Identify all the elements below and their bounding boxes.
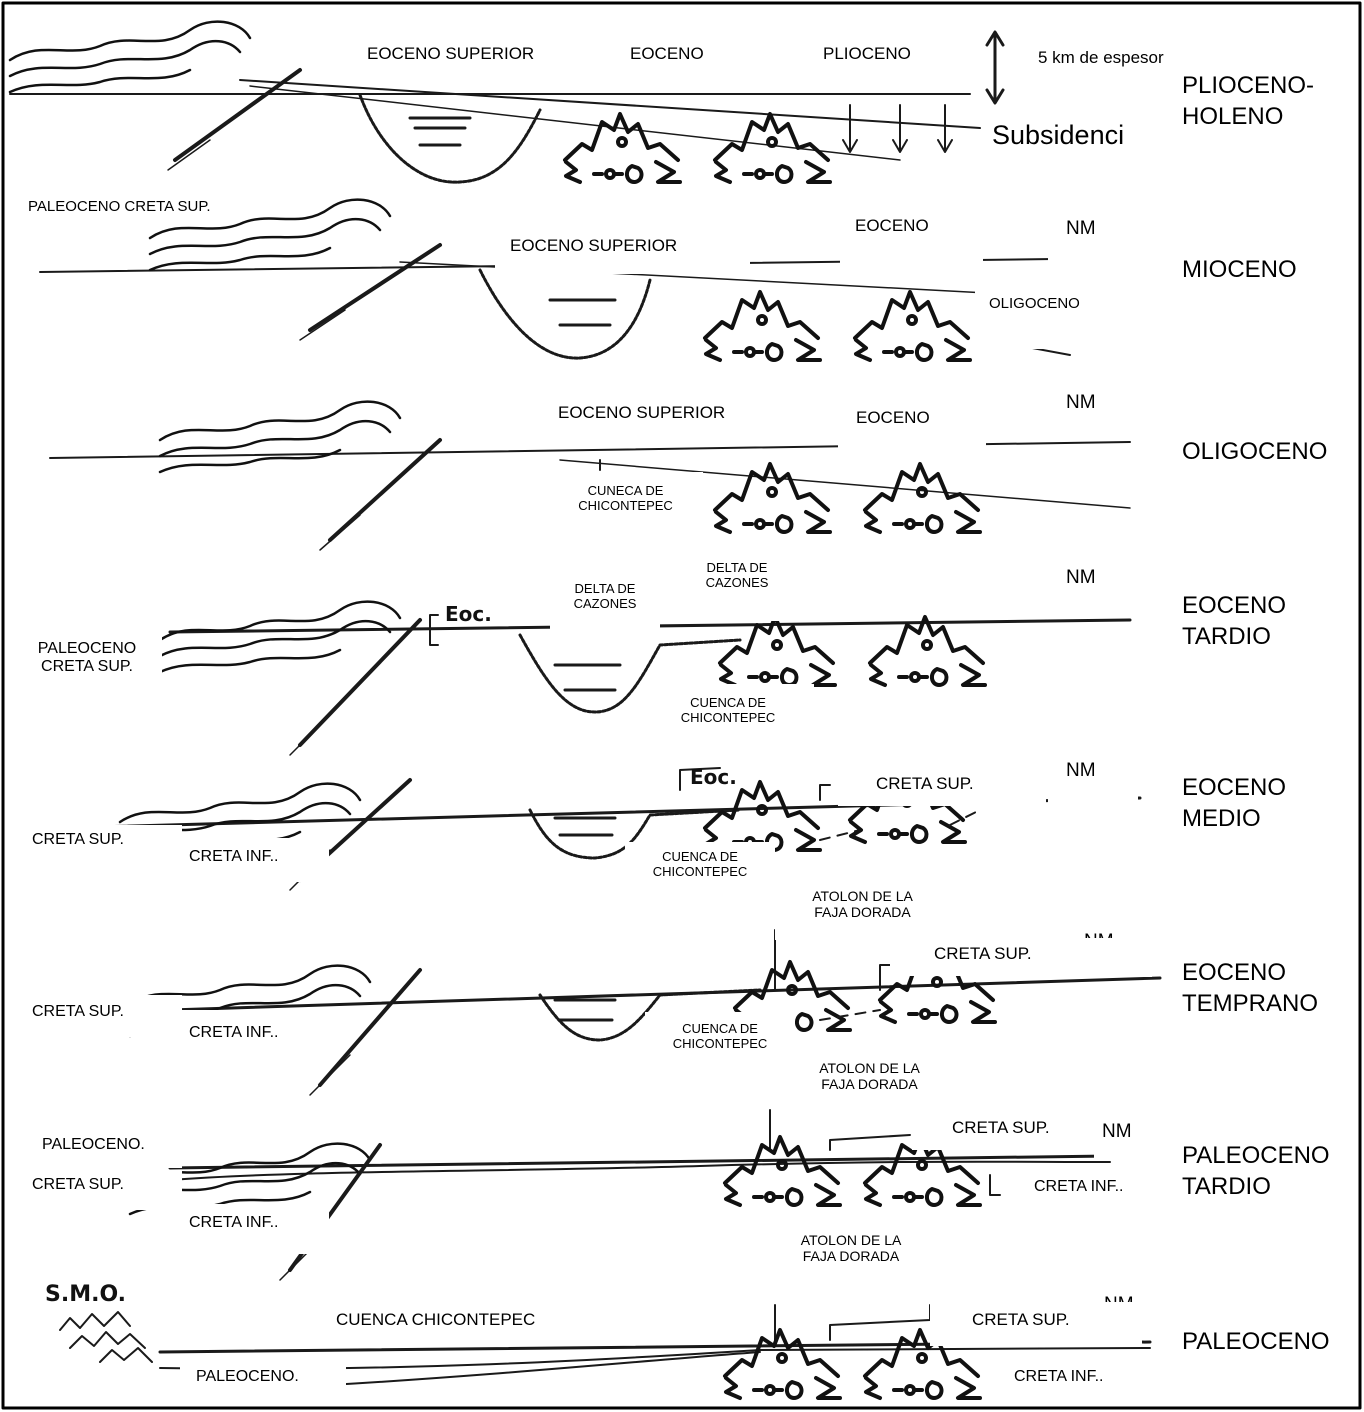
label-eoceno: EOCENO <box>610 38 740 78</box>
label-atolon-de-la-faja-dorada: ATOLON DE LA FAJA DORADA <box>775 878 950 940</box>
label-creta-sup: CRETA SUP. <box>930 1302 1142 1346</box>
label-nm: NM <box>1048 555 1138 615</box>
age-label-mioceno: MIOCENO <box>1182 254 1297 285</box>
label-cuneca-de-chicontepec: CUNECA DE CHICONTEPEC <box>548 472 703 542</box>
label-delta-de-cazones: DELTA DE CAZONES <box>550 572 660 638</box>
label-cuenca-de-chicontepec: CUENCA DE CHICONTEPEC <box>642 684 814 754</box>
label-oligoceno: OLIGOCENO <box>975 283 1135 349</box>
label-atolon-de-la-faja-dorada: ATOLON DE LA FAJA DORADA <box>797 1050 942 1114</box>
label-eoceno: EOCENO <box>838 398 986 456</box>
label-creta-sup: CRETA SUP. <box>12 995 182 1037</box>
label-cuenca-de-chicontepec: CUENCA DE CHICONTEPEC <box>625 842 775 922</box>
label-creta-sup: CRETA SUP. <box>890 938 1116 976</box>
age-label-paleoceno: PALEOCENO <box>1182 1326 1330 1357</box>
label-creta-sup: CRETA SUP. <box>12 1170 182 1210</box>
label-cuenca-chicontepec: CUENCA CHICONTEPEC <box>318 1302 601 1346</box>
label-paleoceno: PALEOCENO. <box>30 1132 182 1168</box>
smo-label: S.M.O. <box>45 1282 126 1307</box>
age-label-oligoceno: OLIGOCENO <box>1182 436 1327 467</box>
label-eoceno-superior: EOCENO SUPERIOR <box>540 393 843 443</box>
age-label-eoceno-tardio: EOCENO TARDIO <box>1182 590 1286 652</box>
label-nm: NM <box>1048 206 1138 264</box>
age-label-plioceno-holeno: PLIOCENO- HOLENO <box>1182 70 1314 132</box>
eoc-label-tardio: Eoc. <box>445 602 492 626</box>
label-creta-inf: CRETA INF.. <box>175 838 329 882</box>
age-label-paleoceno-tardio: PALEOCENO TARDIO <box>1182 1140 1330 1202</box>
label-paleoceno: PALEOCENO. <box>180 1360 346 1404</box>
label-paleoceno-creta-sup: PALEOCENO CRETA SUP. <box>12 636 162 696</box>
label-eoceno-superior: EOCENO SUPERIOR <box>495 226 750 274</box>
eoc-label-medio: Eoc. <box>690 765 737 789</box>
label-cuenca-de-chicontepec: CUENCA DE CHICONTEPEC <box>645 1012 795 1098</box>
label-eoceno: EOCENO <box>840 206 983 268</box>
label-creta-inf: CRETA INF.. <box>1012 1170 1164 1214</box>
label-eoceno-superior: EOCENO SUPERIOR <box>355 38 587 78</box>
label-nm: NM <box>1094 1115 1160 1161</box>
label-creta-inf: CRETA INF.. <box>175 1010 329 1064</box>
subsidence-label: Subsidenci <box>992 120 1124 151</box>
label-creta-inf: CRETA INF.. <box>175 1204 329 1254</box>
age-label-eoceno-medio: EOCENO MEDIO <box>1182 772 1286 834</box>
label-delta-de-cazones: DELTA DE CAZONES <box>680 553 794 621</box>
age-label-eoceno-temprano: EOCENO TEMPRANO <box>1182 957 1318 1019</box>
label-creta-sup: CRETA SUP. <box>12 825 182 863</box>
label-atolon-de-la-faja-dorada: ATOLON DE LA FAJA DORADA <box>772 1224 930 1298</box>
label-nm: NM <box>1048 380 1138 438</box>
label-paleoceno-creta-sup: PALEOCENO CRETA SUP. <box>28 198 148 260</box>
thickness-scale-label: 5 km de espesor <box>1038 48 1164 68</box>
label-creta-inf: CRETA INF.. <box>990 1360 1164 1404</box>
label-nm: NM <box>1048 748 1138 808</box>
label-plioceno: PLIOCENO <box>805 38 963 78</box>
label-creta-sup: CRETA SUP. <box>838 770 1046 806</box>
